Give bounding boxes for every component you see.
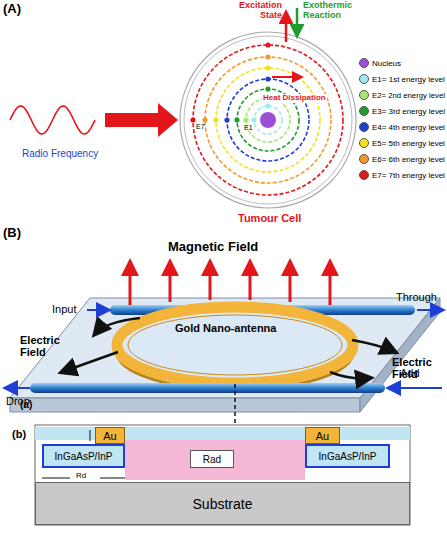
label: Add [400, 367, 420, 379]
legend-swatch [359, 58, 369, 68]
legend-text: E3= 3rd energy level [372, 107, 445, 116]
legend-row: E7= 7th energy level [359, 170, 445, 180]
part-label: Au [103, 430, 116, 442]
legend-text: E7= 7th energy level [372, 171, 445, 180]
label: Through [396, 291, 437, 303]
part-label: Substrate [193, 496, 253, 512]
legend-swatch [359, 138, 369, 148]
label: (B) [3, 226, 21, 240]
legend-row: E6= 6th energy level [359, 154, 445, 164]
legend-row: E4= 4th energy level [359, 122, 445, 132]
part-label: Au [316, 430, 329, 442]
label: (b) [12, 428, 26, 440]
waveguide-layer: InGaAsP/InP [305, 444, 390, 468]
legend-row: Nucleus [359, 58, 401, 68]
substrate-band: Substrate [35, 482, 410, 525]
label: E1 [244, 124, 253, 132]
label: Exothermic Reaction [303, 1, 363, 21]
label: (A) [3, 2, 21, 16]
legend-row: E3= 3rd energy level [359, 106, 445, 116]
waveguide-layer: InGaAsP/InP [42, 444, 125, 468]
legend-row: E2= 2nd energy level [359, 90, 445, 100]
legend-row: E5= 5th energy level [359, 138, 445, 148]
label: Excitation State [222, 1, 282, 21]
legend-swatch [359, 154, 369, 164]
part-label: InGaAsP/InP [319, 451, 377, 462]
label: Heat Dissipation [262, 94, 327, 103]
label: Magnetic Field [168, 240, 258, 254]
legend-text: E6= 6th energy level [372, 155, 445, 164]
label: Radio Frequency [22, 148, 98, 159]
gold-electrode: Au [95, 427, 125, 444]
ring-radius-box: Rad [190, 450, 234, 468]
gold-electrode: Au [305, 427, 340, 444]
label: Input [52, 303, 76, 315]
legend-text: E2= 2nd energy level [372, 91, 445, 100]
label: (a) [20, 399, 32, 410]
legend-swatch [359, 122, 369, 132]
legend-text: Nucleus [372, 59, 401, 68]
legend-swatch [359, 106, 369, 116]
legend-swatch [359, 90, 369, 100]
part-label: Rad [203, 454, 221, 465]
label: Tumour Cell [238, 212, 301, 224]
label: Electric Field [20, 334, 68, 358]
label: E7 [196, 123, 205, 131]
label: Gold Nano-antenna [175, 322, 276, 334]
legend-swatch [359, 74, 369, 84]
legend-swatch [359, 170, 369, 180]
legend-text: E1= 1st energy level [372, 75, 445, 84]
part-label: InGaAsP/InP [55, 451, 113, 462]
legend-row: E1= 1st energy level [359, 74, 445, 84]
label: Rd [76, 472, 86, 481]
legend-text: E4= 4th energy level [372, 123, 445, 132]
legend-text: E5= 5th energy level [372, 139, 445, 148]
